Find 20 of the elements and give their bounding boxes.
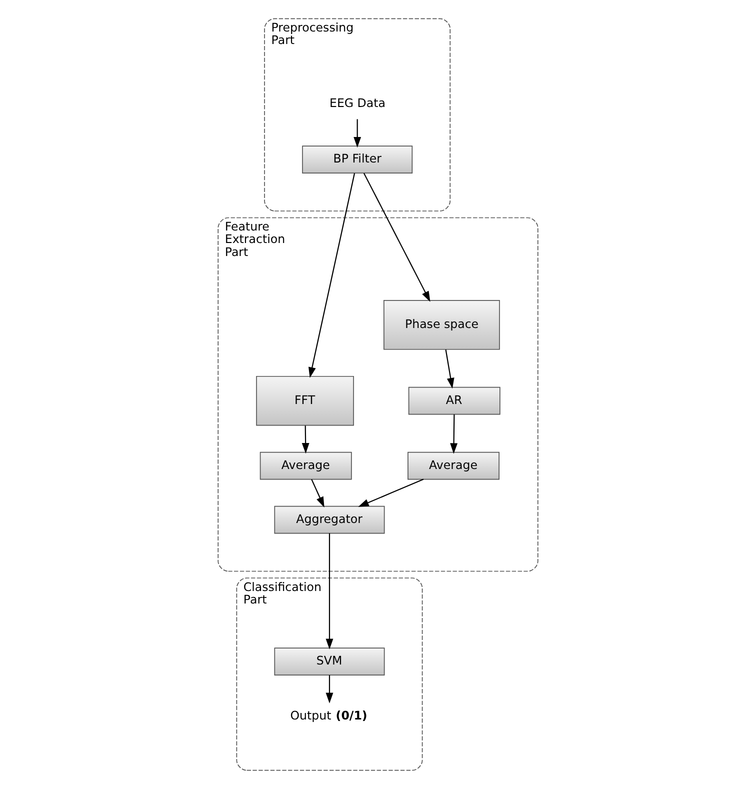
node-box: SVM: [274, 648, 384, 676]
arrow: [362, 172, 430, 302]
arrow: [444, 350, 454, 389]
arrow: [358, 478, 424, 507]
node-box: Average: [407, 452, 499, 480]
arrow: [310, 479, 324, 508]
node-box: AR: [408, 386, 500, 415]
arrow: [308, 173, 355, 378]
node-text: Output (0/1): [290, 708, 367, 722]
arrow: [353, 119, 361, 148]
node-box: Aggregator: [274, 506, 384, 534]
node-text: EEG Data: [328, 96, 385, 110]
arrow: [301, 426, 309, 454]
node-box: BP Filter: [302, 146, 412, 174]
arrow: [450, 414, 458, 454]
node-box: Phase space: [382, 300, 500, 350]
arrow: [325, 533, 333, 650]
node-box: FFT: [256, 376, 354, 426]
node-box: Average: [259, 452, 352, 480]
arrow: [325, 675, 333, 704]
